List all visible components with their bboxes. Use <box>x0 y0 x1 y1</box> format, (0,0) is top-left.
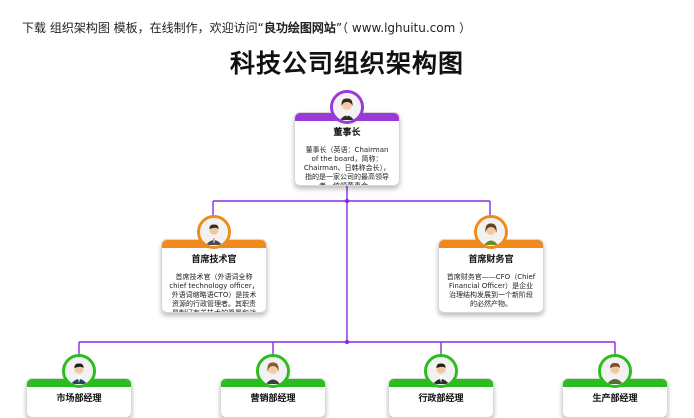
node-name: 行政部经理 <box>418 394 464 404</box>
woman-avatar-icon <box>256 354 290 388</box>
connector-lines <box>78 185 616 356</box>
man-avatar-icon <box>62 354 96 388</box>
node-name: 首席技术官 <box>191 255 237 265</box>
node-cto[interactable]: 首席技术官 首席技术官（外语词全称chief technology office… <box>161 215 267 313</box>
node-name: 营销部经理 <box>250 394 296 404</box>
header-site-name[interactable]: 良功绘图网站 <box>263 21 336 35</box>
node-manager-admin[interactable]: 行政部经理 <box>388 354 494 418</box>
card-cto: 首席技术官 首席技术官（外语词全称chief technology office… <box>161 239 267 313</box>
woman-avatar-icon <box>474 215 508 249</box>
woman-avatar-icon <box>330 90 364 124</box>
man-avatar-icon <box>424 354 458 388</box>
junction-dot <box>344 339 350 345</box>
node-chairman[interactable]: 董事长 董事长（英语：Chairman of the board，简称：Chai… <box>294 90 400 186</box>
header-note: 下载 组织架构图 模板，在线制作，欢迎访问“良功绘图网站”（ www.lghui… <box>22 19 471 36</box>
man-avatar-icon <box>197 215 231 249</box>
node-description: 首席技术官（外语词全称chief technology officer，外语词缩… <box>169 273 259 313</box>
node-name: 生产部经理 <box>592 394 638 404</box>
header-suffix: ”（ www.lghuitu.com ） <box>335 21 472 35</box>
card-cfo: 首席财务官 首席财务官——CFO（Chief Financial Officer… <box>438 239 544 313</box>
node-manager-market[interactable]: 市场部经理 <box>26 354 132 418</box>
node-cfo[interactable]: 首席财务官 首席财务官——CFO（Chief Financial Officer… <box>438 215 544 313</box>
header-prefix: 下载 组织架构图 模板，在线制作，欢迎访问“ <box>22 21 264 35</box>
node-manager-production[interactable]: 生产部经理 <box>562 354 668 418</box>
node-name: 市场部经理 <box>56 394 102 404</box>
node-name: 董事长 <box>333 128 361 138</box>
node-manager-sales[interactable]: 营销部经理 <box>220 354 326 418</box>
node-name: 首席财务官 <box>468 255 514 265</box>
node-description: 首席财务官——CFO（Chief Financial Officer）是企业治理… <box>446 273 536 308</box>
page-title: 科技公司组织架构图 <box>229 49 464 78</box>
node-description: 董事长（英语：Chairman of the board，简称：Chairman… <box>303 146 391 186</box>
junction-dot <box>344 198 350 204</box>
man-avatar-icon <box>598 354 632 388</box>
